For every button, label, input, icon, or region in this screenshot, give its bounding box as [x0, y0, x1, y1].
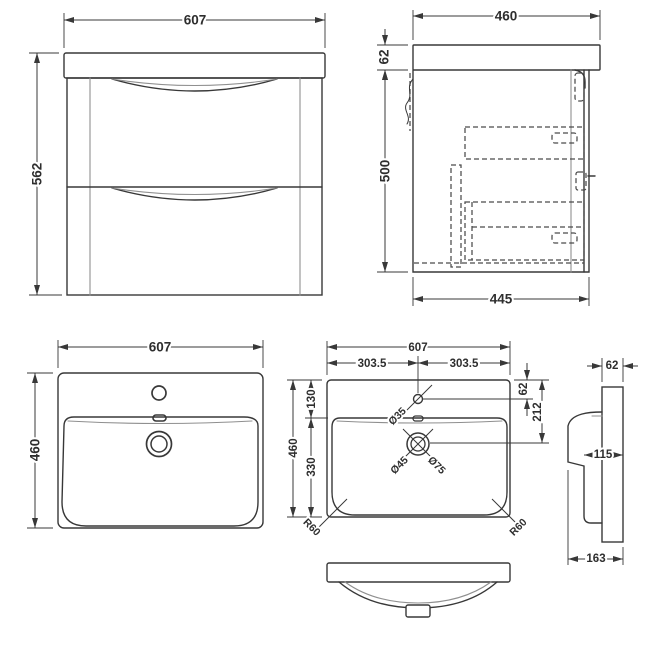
basin-plan-view: 607 303.5 303.5 460 130 330 62 212 Ø35 Ø… [286, 340, 549, 541]
basin-rim-outline [57, 372, 264, 529]
dim-extension-lines [423, 379, 549, 444]
tap-hole [151, 385, 167, 401]
plan-depth-label: 460 [288, 438, 300, 457]
overall-depth-label: 163 [586, 553, 605, 565]
waste-pipe-clearance-hidden [450, 164, 462, 268]
wall-fixing-detail [405, 73, 414, 131]
base-depth-label: 445 [490, 292, 513, 307]
basin-rim-profile [601, 386, 624, 543]
drawer-handle-bottom [111, 187, 278, 201]
radius-leader-left [317, 498, 348, 529]
waste-hole-outer [145, 430, 173, 458]
waste-hole-outer [406, 432, 430, 456]
vanity-height-label: 562 [30, 163, 45, 186]
basin-bowl-outline [61, 416, 259, 527]
corner-radius-left-label: R60 [300, 516, 322, 538]
basin-bowl-outline [331, 417, 508, 516]
drawer-handle-top [111, 78, 278, 92]
dim-extension-lines [27, 372, 53, 529]
vanity-width-label: 607 [184, 13, 207, 28]
bowl-inner-edge [336, 420, 503, 424]
dim-extension-lines [567, 470, 624, 565]
vanity-side-view: 460 62 500 445 [375, 7, 601, 309]
waste-outer-dia-label: Ø75 [425, 454, 448, 477]
cabinet-carcass-side [412, 69, 590, 273]
vanity-front-view: 607 562 [28, 11, 326, 296]
tap-hole-dia-label: Ø35 [386, 405, 409, 428]
waste-hole-inner [150, 435, 168, 453]
tap-hole-leader [403, 384, 433, 414]
half-left-label: 303.5 [358, 358, 387, 370]
tap-offset-label: 62 [518, 383, 530, 396]
bowl-inner-edge [67, 420, 253, 425]
hinge-clip-mid-hidden [575, 171, 587, 191]
half-right-label: 303.5 [450, 358, 479, 370]
basin-width-label: 607 [149, 340, 172, 355]
side-depth-label: 460 [495, 9, 518, 24]
basin-depth-label: 460 [28, 439, 43, 462]
tap-hole [412, 393, 424, 405]
plan-width-label: 607 [408, 342, 427, 354]
overflow-slot [412, 415, 424, 422]
basin-front-view [326, 562, 511, 618]
basin-profile-view: 62 115 163 [567, 358, 638, 567]
overflow-slot [152, 414, 167, 422]
cabinet-height-label: 500 [378, 160, 393, 183]
waste-hole-inner [410, 436, 426, 452]
basin-rim-front [326, 562, 511, 583]
hinge-clip-top-hidden [574, 72, 585, 102]
lower-drawer-step-hidden [471, 202, 584, 260]
radius-leader-right [491, 498, 522, 529]
bowl-curve-outer [338, 581, 498, 609]
worktop-thickness-label: 62 [377, 49, 392, 64]
bowl-inset-label: 115 [594, 449, 613, 461]
dim-extension-lines [601, 358, 624, 382]
basin-top-view: 607 460 [26, 338, 264, 529]
bowl-curve-inner [344, 581, 492, 604]
worktop-front [63, 52, 326, 79]
worktop-side [412, 44, 601, 71]
dim-extension-lines [377, 44, 408, 273]
bowl-underside-profile [567, 411, 603, 524]
corner-radius-right-label: R60 [507, 516, 529, 538]
upper-drawer-runner-hidden [551, 132, 578, 144]
waste-offset-label: 212 [532, 402, 544, 421]
waste-inner-dia-label: Ø45 [388, 454, 411, 477]
waste-centre-cross [402, 428, 434, 460]
rim-to-bowl-label: 130 [306, 389, 318, 408]
upper-drawer-box-hidden [464, 126, 585, 160]
basin-rim-outline [326, 379, 511, 518]
rim-thickness-label: 62 [606, 360, 619, 372]
waste-outlet-front [405, 604, 431, 618]
lower-drawer-runner-hidden [551, 232, 578, 244]
lower-drawer-box-hidden [464, 201, 585, 261]
bowl-length-label: 330 [306, 457, 318, 476]
